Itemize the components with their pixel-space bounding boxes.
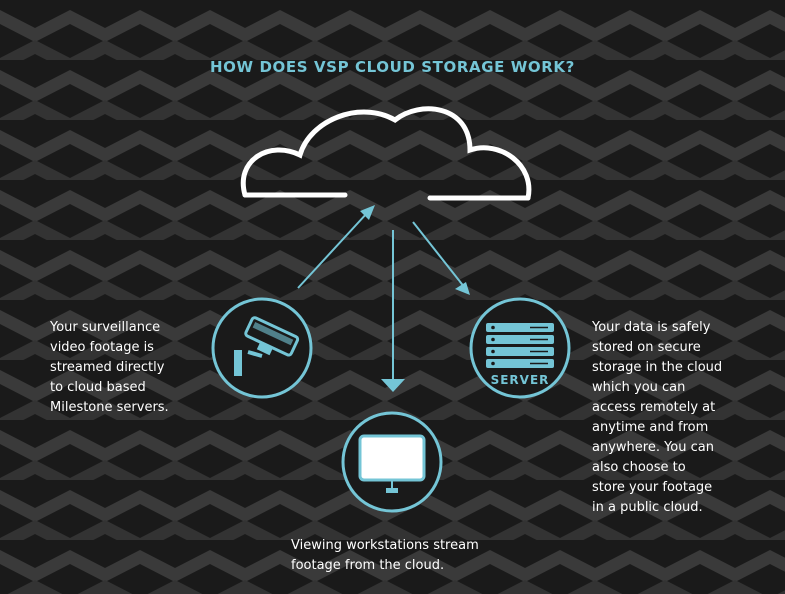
monitor-icon bbox=[358, 434, 426, 493]
camera-description-line: to cloud based bbox=[50, 380, 146, 395]
camera-description: Your surveillance video footage is strea… bbox=[50, 318, 169, 418]
security-camera-icon bbox=[234, 316, 300, 376]
server-description-line: Your data is safely bbox=[592, 320, 711, 335]
server-description-line: storage in the cloud bbox=[592, 360, 723, 375]
server-label: SERVER bbox=[491, 373, 550, 387]
page-title: HOW DOES VSP CLOUD STORAGE WORK? bbox=[210, 58, 575, 76]
workstation-description-line: Viewing workstations stream bbox=[291, 538, 479, 553]
edge-camera-to-cloud bbox=[297, 205, 375, 289]
server-description-line: anytime and from bbox=[592, 420, 709, 435]
camera-description-line: Your surveillance bbox=[50, 320, 161, 335]
server-description-line: also choose to bbox=[592, 460, 686, 475]
server-description-line: anywhere. You can bbox=[592, 440, 714, 455]
server-description-line: store your footage bbox=[592, 480, 713, 495]
edge-cloud-to-workstation bbox=[381, 230, 405, 392]
server-description: Your data is safely stored on secure sto… bbox=[592, 318, 722, 518]
camera-description-line: video footage is bbox=[50, 340, 154, 355]
camera-node bbox=[211, 297, 313, 399]
server-description-line: stored on secure bbox=[592, 340, 701, 355]
camera-description-line: streamed directly bbox=[50, 360, 165, 375]
server-description-line: in a public cloud. bbox=[592, 500, 703, 515]
server-rack-icon bbox=[486, 323, 554, 368]
camera-description-line: Milestone servers. bbox=[50, 400, 169, 415]
cloud-icon bbox=[240, 106, 532, 201]
server-description-line: access remotely at bbox=[592, 400, 716, 415]
workstation-node bbox=[341, 411, 443, 513]
server-description-line: which you can bbox=[592, 380, 686, 395]
workstation-description-line: footage from the cloud. bbox=[291, 558, 445, 573]
edge-cloud-to-server bbox=[412, 221, 470, 295]
workstation-description: Viewing workstations stream footage from… bbox=[291, 536, 479, 576]
server-node: SERVER bbox=[469, 297, 571, 399]
